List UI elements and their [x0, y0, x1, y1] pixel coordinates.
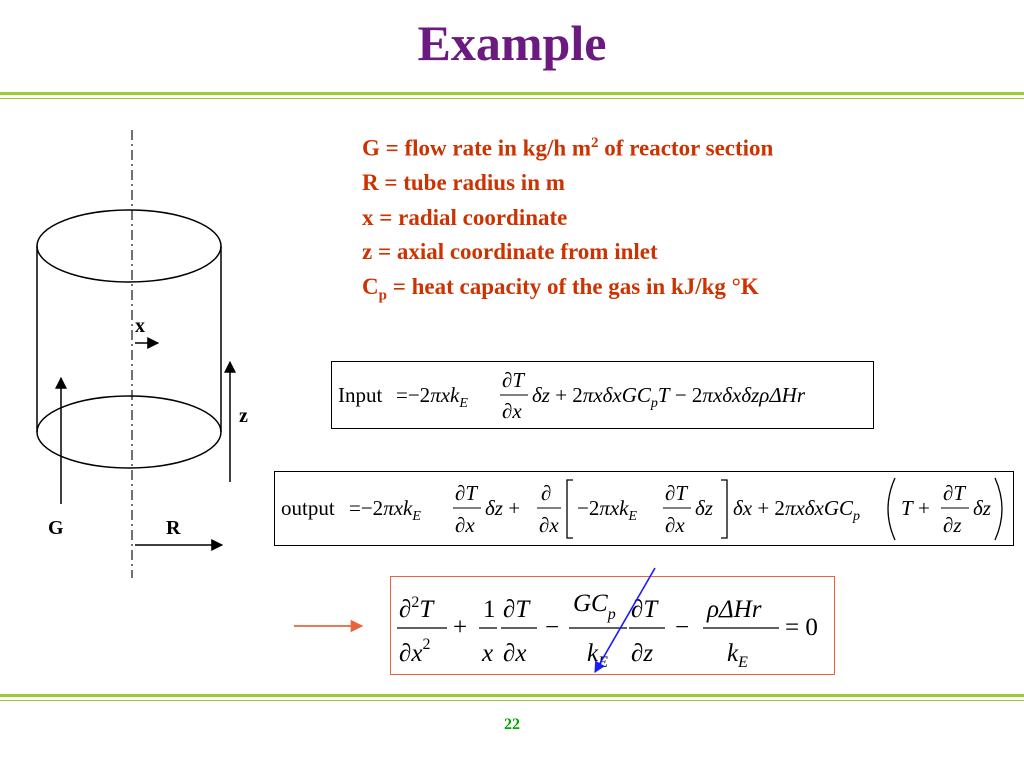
svg-text:∂: ∂	[541, 481, 551, 505]
svg-text:δz + 2πxδxGCpT − 2πxδxδzρΔHr: δz + 2πxδxGCpT − 2πxδxδzρΔHr	[532, 383, 806, 411]
svg-text:∂T: ∂T	[455, 481, 478, 505]
svg-text:∂x: ∂x	[455, 513, 475, 537]
cylinder-bottom-ellipse	[36, 395, 222, 469]
svg-text:∂x: ∂x	[503, 640, 526, 667]
bottom-rule-thin	[0, 700, 1024, 701]
bottom-rule	[0, 694, 1024, 697]
cylinder-top-ellipse	[36, 209, 222, 283]
svg-text:∂T: ∂T	[631, 596, 659, 623]
page-number: 22	[504, 716, 520, 733]
cancel-arrow	[594, 567, 656, 673]
svg-text:∂2T: ∂2T	[399, 594, 435, 623]
result-pointer-arrow	[294, 619, 364, 633]
input-equation-box: Input =−2πxkE ∂T ∂x δz + 2πxδxGCpT − 2πx…	[331, 361, 874, 429]
x-label: x	[135, 315, 145, 337]
svg-text:T +: T +	[901, 496, 930, 520]
svg-text:∂z: ∂z	[943, 513, 962, 537]
reactor-tube-diagram: x z G R	[36, 130, 248, 578]
output-equation: output =−2πxkE ∂T ∂x δz + ∂ ∂x −2πxkE ∂T…	[281, 477, 1003, 541]
svg-text:∂x2: ∂x2	[399, 636, 430, 667]
svg-text:δz: δz	[973, 496, 991, 520]
svg-text:∂x: ∂x	[502, 399, 522, 423]
svg-text:−2πxkE: −2πxkE	[577, 496, 638, 524]
svg-text:=−2πxkE: =−2πxkE	[396, 383, 468, 411]
z-label: z	[239, 405, 248, 427]
svg-text:ρΔHr: ρΔHr	[706, 596, 762, 623]
definition-line: Cp = heat capacity of the gas in kJ/kg °…	[362, 273, 759, 304]
g-label: G	[48, 517, 64, 539]
svg-text:∂x: ∂x	[539, 513, 559, 537]
output-word: output	[281, 496, 335, 520]
svg-text:∂T: ∂T	[503, 596, 531, 623]
variable-definitions: G = flow rate in kg/h m2 of reactor sect…	[362, 126, 773, 313]
definition-line: z = axial coordinate from inlet	[362, 239, 658, 265]
svg-text:∂T: ∂T	[502, 368, 525, 392]
slide-title: Example	[417, 15, 607, 71]
top-rule	[0, 92, 1024, 95]
r-label: R	[166, 517, 181, 539]
svg-text:−: −	[675, 614, 689, 641]
svg-text:∂T: ∂T	[665, 481, 688, 505]
final-equation-box: ∂2T ∂x2 + 1 x ∂T ∂x − GCp kE ∂T ∂z − ρΔH…	[390, 576, 835, 675]
svg-text:kE: kE	[727, 640, 748, 671]
svg-text:1: 1	[483, 596, 496, 623]
svg-text:δz +: δz +	[485, 496, 520, 520]
input-equation: Input =−2πxkE ∂T ∂x δz + 2πxδxGCpT − 2πx…	[338, 368, 806, 423]
definition-line: x = radial coordinate	[362, 204, 568, 230]
svg-text:=−2πxkE: =−2πxkE	[349, 496, 421, 524]
output-equation-box: output =−2πxkE ∂T ∂x δz + ∂ ∂x −2πxkE ∂T…	[274, 471, 1014, 546]
svg-text:= 0: = 0	[785, 614, 818, 641]
svg-text:∂x: ∂x	[665, 513, 685, 537]
svg-text:−: −	[545, 614, 559, 641]
svg-text:x: x	[481, 640, 493, 667]
svg-text:∂z: ∂z	[631, 640, 653, 667]
svg-text:∂T: ∂T	[943, 481, 966, 505]
svg-text:+: +	[453, 614, 467, 641]
definition-line: R = tube radius in m	[362, 170, 565, 196]
svg-text:δz: δz	[695, 496, 713, 520]
definition-line: G = flow rate in kg/h m2 of reactor sect…	[362, 135, 774, 161]
top-rule-thin	[0, 98, 1024, 99]
svg-text:GCp: GCp	[573, 590, 616, 623]
svg-text:δx + 2πxδxGCp: δx + 2πxδxGCp	[733, 496, 860, 524]
input-word: Input	[338, 383, 382, 407]
final-equation: ∂2T ∂x2 + 1 x ∂T ∂x − GCp kE ∂T ∂z − ρΔH…	[397, 590, 818, 671]
